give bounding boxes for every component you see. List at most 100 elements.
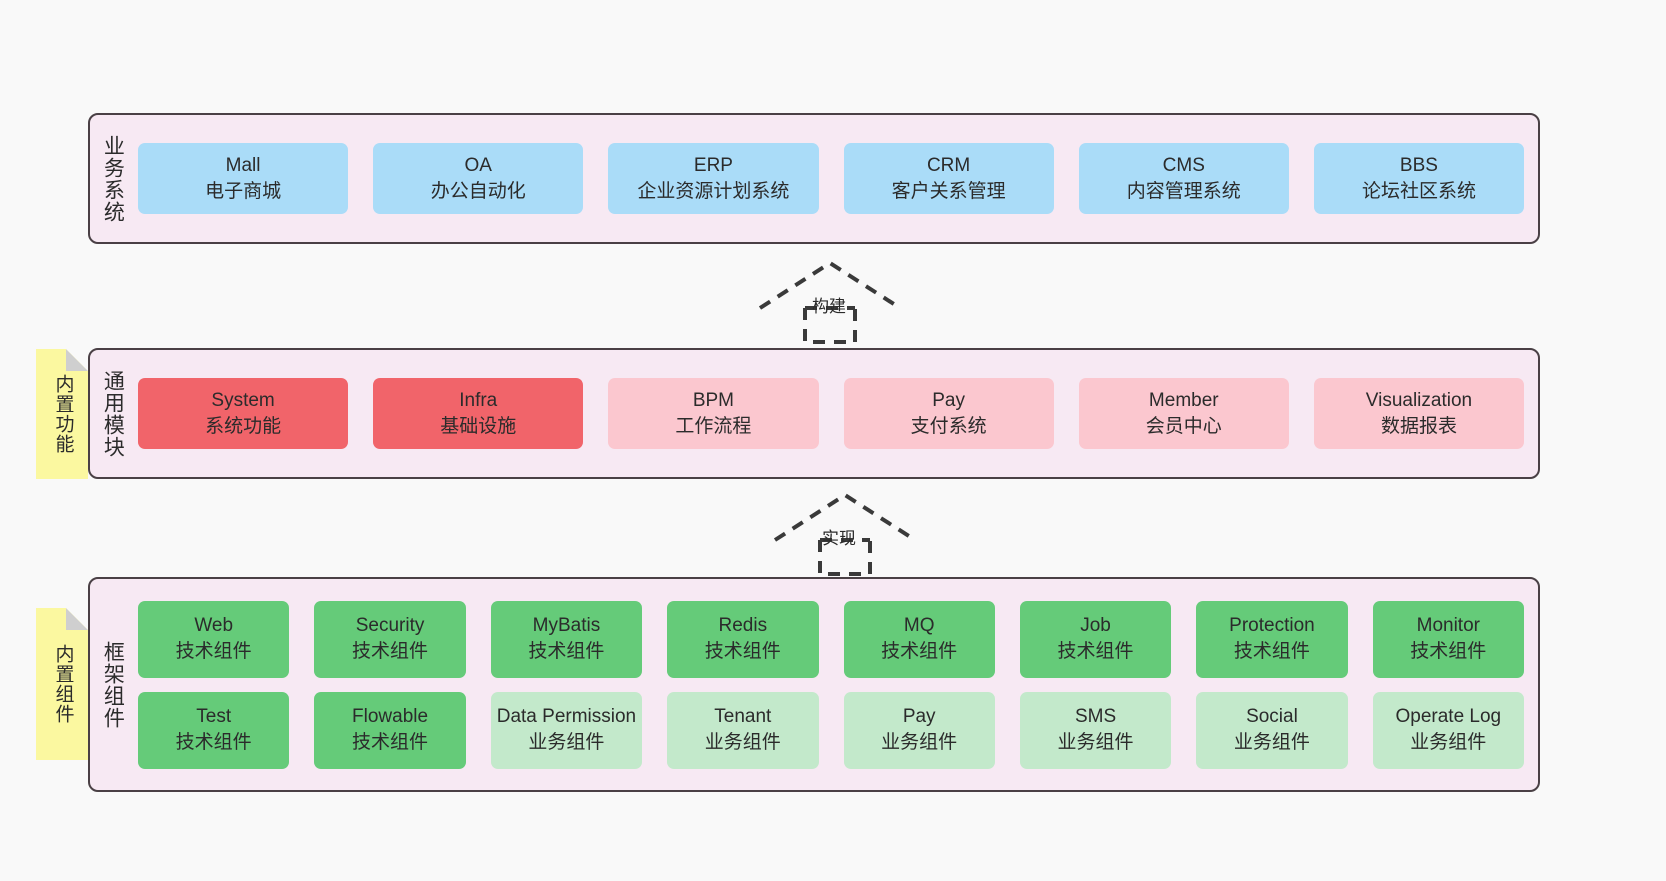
arrow-implement-label: 实现 [822,529,856,548]
node-oa-sub: 办公自动化 [430,180,526,202]
arrow-build-label: 构建 [812,297,846,316]
row-business-components: Test 技术组件 Flowable 技术组件 Data Permission … [138,691,1524,769]
node-flowable[interactable]: Flowable 技术组件 [314,691,466,769]
node-bpm[interactable]: BPM 工作流程 [608,378,819,449]
arrow-implement: 实现 [770,490,920,576]
node-crm-name: CRM [926,154,971,176]
node-mall-sub: 电子商城 [205,180,282,202]
layer-title-framework-component: 框架组件 [101,640,125,729]
node-mq-name: MQ [903,615,935,637]
node-member-sub: 会员中心 [1145,415,1222,437]
node-test-name: Test [196,706,232,728]
node-visualization-name: Visualization [1365,389,1473,411]
node-monitor[interactable]: Monitor 技术组件 [1372,600,1524,678]
node-monitor-sub: 技术组件 [1410,641,1487,662]
node-job[interactable]: Job 技术组件 [1019,600,1172,678]
node-visualization-sub: 数据报表 [1380,415,1457,437]
node-tenant-sub: 业务组件 [704,732,781,753]
note-builtin-component: 内置组件 [36,608,88,760]
node-web[interactable]: Web 技术组件 [138,600,290,678]
row-business-system: Mall 电子商城 OA 办公自动化 ERP 企业资源计划系统 CRM 客户关系… [138,143,1525,214]
row-tech-components: Web 技术组件 Security 技术组件 MyBatis 技术组件 Redi… [138,600,1524,678]
node-security-sub: 技术组件 [352,641,429,662]
node-erp-name: ERP [693,154,733,176]
node-test[interactable]: Test 技术组件 [138,691,290,769]
node-system-sub: 系统功能 [205,415,282,437]
node-web-name: Web [194,615,234,637]
node-mybatis-sub: 技术组件 [528,641,605,662]
node-pay-component-sub: 业务组件 [881,732,958,753]
node-tenant[interactable]: Tenant 业务组件 [667,691,819,769]
node-web-sub: 技术组件 [175,641,252,662]
node-member-name: Member [1148,389,1219,411]
node-pay-module-sub: 支付系统 [910,415,987,437]
node-operate-log[interactable]: Operate Log 业务组件 [1372,691,1524,769]
node-oa[interactable]: OA 办公自动化 [373,143,584,214]
arrow-build: 构建 [755,258,905,344]
layer-title-business-system: 业务系统 [101,134,125,223]
node-cms[interactable]: CMS 内容管理系统 [1078,143,1289,214]
node-pay-component[interactable]: Pay 业务组件 [843,691,995,769]
node-pay-component-name: Pay [902,706,936,728]
node-redis[interactable]: Redis 技术组件 [667,600,819,678]
node-data-permission-name: Data Permission [496,706,637,728]
node-mq[interactable]: MQ 技术组件 [843,600,995,678]
node-pay-module-name: Pay [932,389,965,411]
node-erp-sub: 企业资源计划系统 [637,180,790,202]
node-data-permission[interactable]: Data Permission 业务组件 [490,691,643,769]
node-security-name: Security [355,615,425,637]
node-social-sub: 业务组件 [1233,732,1310,753]
layer-business-system: 业务系统 Mall 电子商城 OA 办公自动化 ERP 企业资源计划系统 CRM… [88,113,1540,244]
node-job-sub: 技术组件 [1057,641,1134,662]
node-system[interactable]: System 系统功能 [138,378,349,449]
node-security[interactable]: Security 技术组件 [314,600,466,678]
node-pay-module[interactable]: Pay 支付系统 [843,378,1054,449]
node-visualization[interactable]: Visualization 数据报表 [1313,378,1525,449]
node-bpm-name: BPM [692,389,735,411]
node-mall-name: Mall [225,154,261,176]
node-oa-name: OA [464,154,492,176]
node-mall[interactable]: Mall 电子商城 [138,143,349,214]
node-crm[interactable]: CRM 客户关系管理 [843,143,1054,214]
node-redis-sub: 技术组件 [704,641,781,662]
node-redis-name: Redis [718,615,768,637]
node-bpm-sub: 工作流程 [675,415,752,437]
node-bbs[interactable]: BBS 论坛社区系统 [1313,143,1525,214]
node-infra-name: Infra [459,389,498,411]
node-system-name: System [211,389,275,411]
node-member[interactable]: Member 会员中心 [1078,378,1289,449]
node-bbs-name: BBS [1399,154,1438,176]
node-bbs-sub: 论坛社区系统 [1361,180,1476,202]
node-data-permission-sub: 业务组件 [528,732,605,753]
row-common-module: System 系统功能 Infra 基础设施 BPM 工作流程 Pay 支付系统… [138,378,1525,449]
node-social[interactable]: Social 业务组件 [1196,691,1348,769]
node-protection[interactable]: Protection 技术组件 [1196,600,1348,678]
note-builtin-component-label: 内置组件 [52,644,74,724]
note-builtin-function: 内置功能 [36,349,88,479]
node-sms[interactable]: SMS 业务组件 [1019,691,1172,769]
node-mybatis[interactable]: MyBatis 技术组件 [490,600,643,678]
node-social-name: Social [1246,706,1298,728]
node-flowable-name: Flowable [352,706,429,728]
node-cms-name: CMS [1162,154,1205,176]
node-infra-sub: 基础设施 [440,415,517,437]
node-protection-name: Protection [1229,615,1315,637]
note-fold-icon [66,608,88,630]
note-builtin-function-label: 内置功能 [52,374,74,454]
node-protection-sub: 技术组件 [1233,641,1310,662]
node-operate-log-name: Operate Log [1395,706,1502,728]
layer-title-common-module: 通用模块 [101,369,125,458]
node-tenant-name: Tenant [714,706,772,728]
node-sms-sub: 业务组件 [1057,732,1134,753]
node-erp[interactable]: ERP 企业资源计划系统 [608,143,819,214]
node-mybatis-name: MyBatis [532,615,601,637]
note-fold-icon [66,349,88,371]
layer-framework-component: 框架组件 Web 技术组件 Security 技术组件 MyBatis 技术组件… [88,577,1540,792]
node-mq-sub: 技术组件 [881,641,958,662]
node-infra[interactable]: Infra 基础设施 [373,378,584,449]
layer-common-module: 通用模块 System 系统功能 Infra 基础设施 BPM 工作流程 Pay… [88,348,1540,479]
layer-body-common-module: System 系统功能 Infra 基础设施 BPM 工作流程 Pay 支付系统… [134,350,1538,477]
node-crm-sub: 客户关系管理 [891,180,1006,202]
node-job-name: Job [1080,615,1111,637]
